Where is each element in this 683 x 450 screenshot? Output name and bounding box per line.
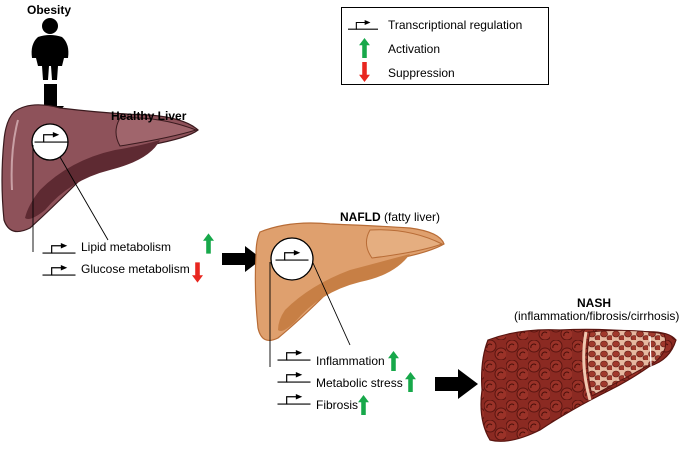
lipid-metabolism-label: Lipid metabolism	[81, 240, 172, 254]
nash-title: NASH	[577, 296, 612, 310]
transcription-icon	[347, 20, 379, 30]
arrow-down-red-icon	[359, 62, 370, 82]
progression-arrow-2	[435, 369, 478, 399]
glucose-metabolism-label: Glucose metabolism	[81, 262, 190, 276]
arrow-up-green-icon	[359, 38, 370, 58]
arrow-down-red-icon	[192, 262, 203, 283]
obesity-label: Obesity	[27, 3, 72, 17]
fibrosis-label: Fibrosis	[316, 398, 359, 412]
nash-subtitle: (inflammation/fibrosis/cirrhosis)	[514, 309, 680, 323]
legend-suppression: Suppression	[388, 66, 455, 80]
legend: Transcriptional regulation Activation Su…	[341, 7, 549, 85]
progression-arrow-1	[222, 246, 262, 272]
nash-liver-illustration	[480, 328, 677, 442]
healthy-liver-illustration	[1, 104, 199, 233]
metabolic-stress-label: Metabolic stress	[316, 376, 403, 390]
nafld-title-suffix: (fatty liver)	[380, 210, 441, 224]
legend-transcriptional-regulation: Transcriptional regulation	[388, 18, 523, 32]
nafld-title: NAFLD (fatty liver)	[340, 210, 440, 224]
inflammation-label: Inflammation	[316, 354, 385, 368]
arrow-up-green-icon	[203, 233, 214, 254]
healthy-liver-title: Healthy Liver	[111, 109, 187, 123]
nafld-zoom-circle	[270, 237, 314, 281]
nafld-title-bold: NAFLD	[340, 210, 381, 224]
legend-activation: Activation	[388, 42, 441, 56]
obese-person-icon	[31, 18, 69, 80]
